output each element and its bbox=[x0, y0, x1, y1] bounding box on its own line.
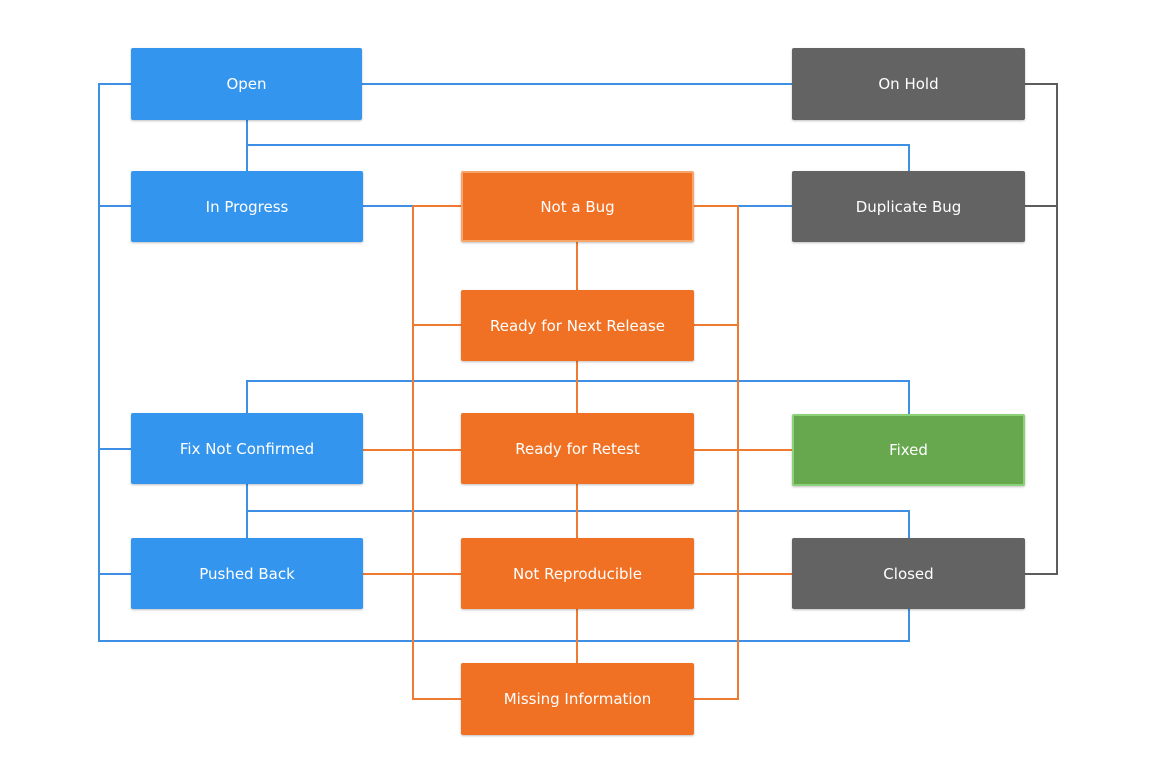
node-pushed-back-label: Pushed Back bbox=[199, 564, 295, 583]
grey-connectors bbox=[1025, 83, 1058, 575]
node-not-reproducible-label: Not Reproducible bbox=[513, 564, 642, 583]
node-closed-label: Closed bbox=[883, 564, 934, 583]
connector-left-orange-rail bbox=[412, 206, 461, 700]
node-duplicate-bug[interactable]: Duplicate Bug bbox=[792, 171, 1025, 242]
node-in-progress[interactable]: In Progress bbox=[131, 171, 363, 242]
node-fix-not-confirmed[interactable]: Fix Not Confirmed bbox=[131, 413, 363, 484]
connector-onhold-closed bbox=[1025, 83, 1058, 575]
node-not-a-bug[interactable]: Not a Bug bbox=[461, 171, 694, 242]
node-missing-information[interactable]: Missing Information bbox=[461, 663, 694, 735]
node-ready-for-retest[interactable]: Ready for Retest bbox=[461, 413, 694, 484]
connector-fixnot-closed bbox=[247, 510, 910, 538]
node-fix-not-confirmed-label: Fix Not Confirmed bbox=[179, 439, 315, 458]
node-fixed[interactable]: Fixed bbox=[792, 414, 1025, 486]
node-pushed-back[interactable]: Pushed Back bbox=[131, 538, 363, 609]
connector-right-orange-rail bbox=[694, 206, 739, 700]
node-closed[interactable]: Closed bbox=[792, 538, 1025, 609]
node-not-reproducible[interactable]: Not Reproducible bbox=[461, 538, 694, 609]
node-ready-for-next-release-label: Ready for Next Release bbox=[489, 316, 666, 335]
node-in-progress-label: In Progress bbox=[205, 197, 289, 216]
node-on-hold-label: On Hold bbox=[878, 75, 939, 93]
node-ready-for-retest-label: Ready for Retest bbox=[515, 439, 640, 458]
node-fixed-label: Fixed bbox=[889, 441, 928, 459]
node-duplicate-bug-label: Duplicate Bug bbox=[855, 197, 962, 216]
node-ready-for-next-release[interactable]: Ready for Next Release bbox=[461, 290, 694, 361]
node-open-label: Open bbox=[226, 75, 267, 93]
node-missing-information-label: Missing Information bbox=[503, 690, 652, 708]
node-open[interactable]: Open bbox=[131, 48, 362, 120]
node-not-a-bug-label: Not a Bug bbox=[540, 197, 615, 216]
connector-open-duplicate bbox=[247, 144, 910, 171]
node-on-hold[interactable]: On Hold bbox=[792, 48, 1025, 120]
connector-fixnot-fixed bbox=[246, 380, 910, 414]
